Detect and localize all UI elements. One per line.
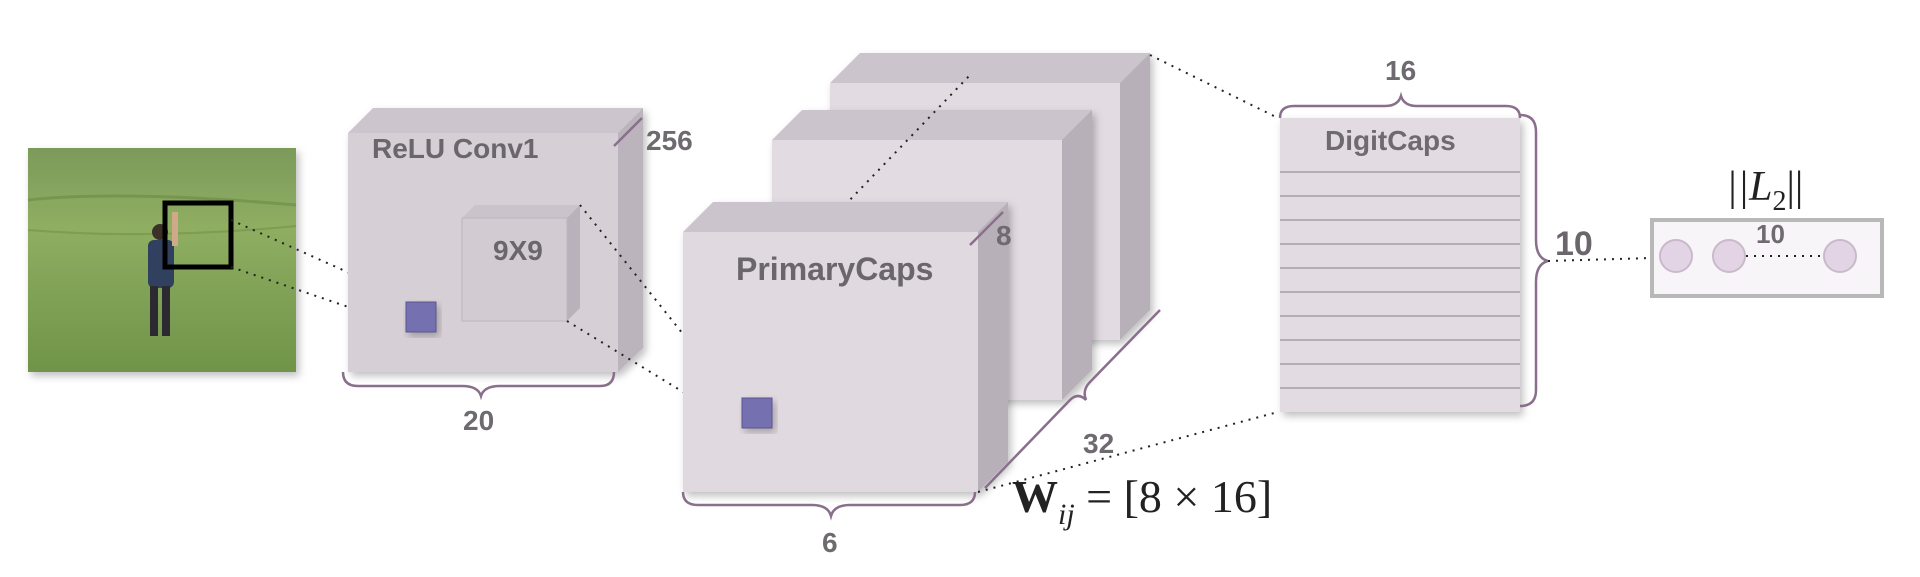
primarycaps-width-label: 6: [822, 527, 838, 558]
conv1-kernel-square: [405, 301, 437, 333]
output-capsule-1: [1659, 239, 1693, 273]
primarycaps-capsule-square: [741, 397, 773, 429]
primarycaps-depth-tick: [969, 211, 1004, 246]
digitcaps-dim-label: 16: [1385, 55, 1416, 86]
conv1-width-label: 20: [463, 405, 494, 436]
primarycaps-count-label: 32: [1083, 428, 1114, 459]
digitcaps-rows: [1280, 171, 1520, 389]
digitcaps-title: DigitCaps: [1325, 125, 1456, 156]
digitcaps-count-label: 10: [1555, 225, 1593, 263]
norm-label: ||L2||: [1726, 164, 1803, 217]
receptive-field-box: [162, 200, 234, 270]
photo-to-conv1-lines: [230, 219, 411, 329]
input-photo: [27, 148, 297, 372]
conv1-width-brace: [341, 371, 616, 401]
primarycaps-front-cube: [683, 202, 1008, 492]
digitcaps-count-brace: [1519, 113, 1549, 408]
primarycaps-title: PrimaryCaps: [736, 251, 933, 287]
kernel-label: 9X9: [493, 235, 543, 266]
digitcaps-block: [1280, 118, 1520, 412]
output-count-label: 10: [1756, 219, 1785, 249]
output-capsules: [1659, 239, 1857, 273]
output-capsule-10: [1823, 239, 1857, 273]
conv1-depth-tick: [613, 117, 643, 147]
primarycaps-depth-label: 8: [996, 220, 1012, 251]
conv1-depth-label: 256: [646, 125, 693, 156]
primarycaps-width-brace: [681, 491, 977, 521]
digitcaps-to-output-line: [1547, 257, 1653, 262]
conv1-title: ReLU Conv1: [372, 133, 538, 164]
digitcaps-dim-brace: [1278, 91, 1522, 119]
output-capsule-2: [1712, 239, 1746, 273]
primarycaps-count-brace: [984, 309, 1161, 489]
conv1-kernel-cube: [461, 205, 580, 322]
weight-formula: Wij = [8 × 16]: [1012, 471, 1272, 531]
